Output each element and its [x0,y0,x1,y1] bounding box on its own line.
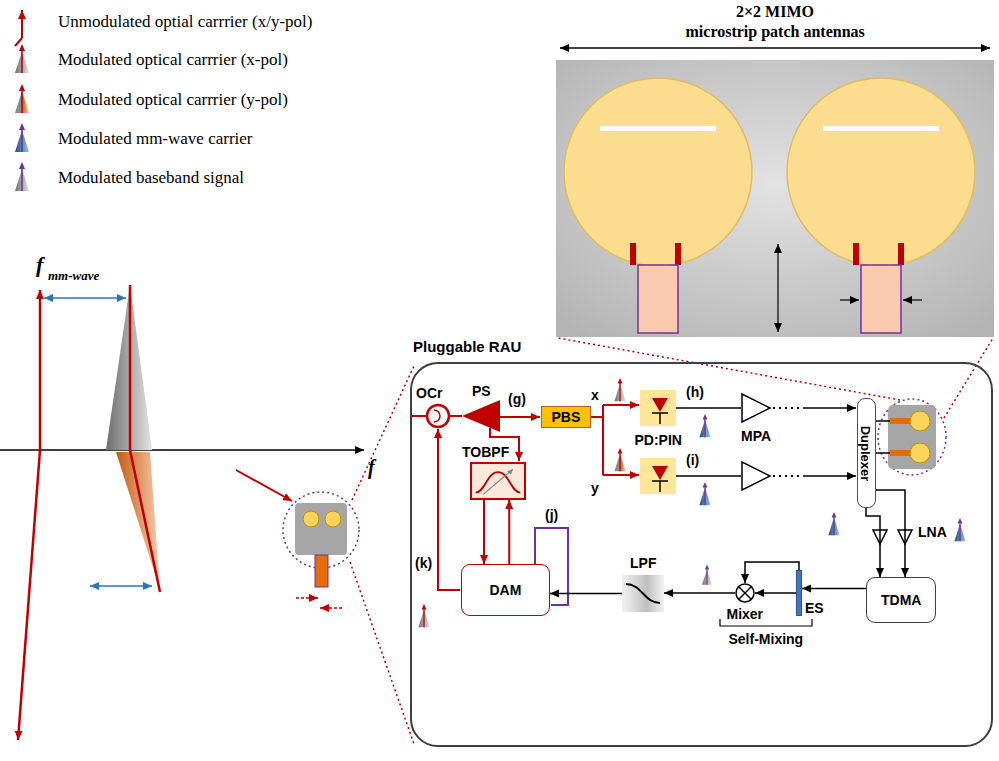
lpf-box: LPF [622,575,664,612]
signal-connector [755,592,796,594]
legend-text: Modulated optical carrrier (y-pol) [58,90,288,110]
node-label: 2×2 MIMO [736,3,814,21]
callout-number: (h) [686,384,704,400]
mixer-graphic [735,583,755,603]
signal-connector [508,500,510,564]
signal-connector [745,562,799,583]
node-label: Mixer [727,606,764,622]
node-label: ES [805,600,824,616]
antenna-panel: 2×2 MIMOmicrostrip patch antennas [556,60,994,337]
tdma-switch: TDMA [866,577,936,623]
node-label: PBS [552,409,581,425]
callout-number: (k) [415,555,432,571]
callout-number: (g) [508,391,526,407]
rau-housing: Pluggable RAUPBSTOBPFDAMLPFMixerESTDMADu… [410,362,993,747]
legend-text: Unmodulated optial carrrier (x/y-pol) [58,12,312,32]
node-label: DAM [490,582,522,598]
component-label: OCr [416,385,442,401]
axis-subscript: mm-wave [48,268,99,284]
legend-text: Modulated mm-wave carrier [58,129,252,149]
component-label: MPA [741,428,771,444]
axis-symbol: f [36,252,43,278]
dam-box: DAM [461,564,550,616]
group-label: Self-Mixing [729,631,804,647]
signal-connector [550,593,622,595]
signal-connector [876,490,906,577]
callout-number: (j) [545,507,558,523]
node-label: TDMA [881,592,921,608]
legend-text: Modulated optical carrrier (x-pol) [58,50,288,70]
node-label: TOBPF [462,444,509,460]
node-label: LPF [630,555,656,571]
lpf-graphic [622,575,664,612]
node-label: Pluggable RAU [413,338,521,355]
polarization-label: x [591,387,599,403]
signal-connector [866,508,880,577]
component-label: PS [472,383,491,399]
tobpf-graphic [472,464,524,498]
duplexer-box: Duplexer [857,398,876,508]
legend-text: Modulated baseband signal [58,168,244,188]
electrical-splitter: ES [796,570,802,616]
tobpf-filter: TOBPF [470,462,526,500]
polarization-label: y [591,480,599,496]
callout-number: (i) [686,452,699,468]
signal-connector [802,588,866,590]
pbs-box: PBS [541,406,591,428]
component-label: PD:PIN [635,432,682,448]
mixer-symbol: Mixer [735,583,755,603]
axis-symbol: f [368,456,375,479]
component-label: LNA [918,524,947,540]
signal-connector [664,592,735,594]
node-label: microstrip patch antennas [686,23,865,41]
signal-connector [483,500,485,564]
node-label: Duplexer [858,425,873,481]
